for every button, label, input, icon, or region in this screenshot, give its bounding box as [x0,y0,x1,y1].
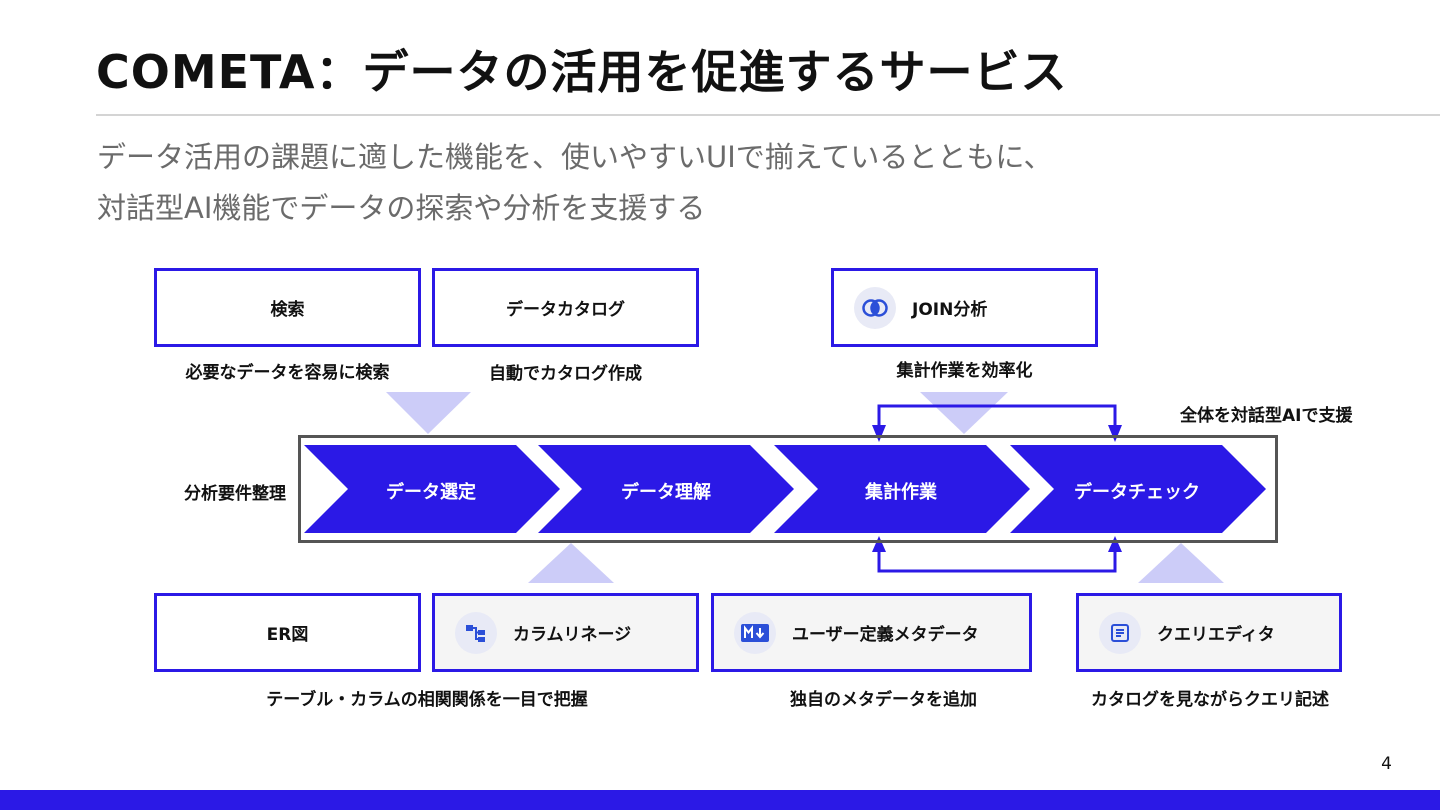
markdown-icon [734,611,776,654]
feature-column-lineage: カラムリネージ [432,593,699,672]
start-label: 分析要件整理 [184,484,286,504]
feature-data-catalog-label: データカタログ [506,300,625,320]
caption-user-metadata: 独自のメタデータを追加 [790,690,977,710]
feature-er-diagram-label: ER図 [266,625,309,645]
chevron-step-4 [1010,445,1266,533]
caption-data-catalog: 自動でカタログ作成 [489,364,642,384]
feature-data-catalog: データカタログ [432,268,699,347]
step-label-data-understanding: データ理解 [621,482,711,503]
feature-join-analysis: JOIN分析 [831,268,1098,347]
chevron-step-2 [538,445,794,533]
lineage-icon [455,611,497,654]
page-number: 4 [1381,754,1392,774]
arrowhead-bottom-left [872,536,886,552]
pointer-lineage [528,543,614,583]
arrowhead-top-left [872,425,886,442]
caption-column-lineage: テーブル・カラムの相関関係を一目で把握 [266,690,588,710]
pointer-search-catalog [386,392,471,434]
feature-search-label: 検索 [270,300,305,320]
caption-search: 必要なデータを容易に検索 [185,363,390,383]
loop-top [877,404,1117,430]
feature-user-metadata: ユーザー定義メタデータ [711,593,1032,672]
feature-search: 検索 [154,268,421,347]
ai-support-label: 全体を対話型AIで支援 [1180,406,1353,426]
feature-query-editor-label: クエリエディタ [1157,625,1275,645]
editor-icon [1099,611,1141,654]
step-label-data-selection: データ選定 [386,482,476,503]
pointer-query-editor [1138,543,1224,583]
slide-title: COMETA：データの活用を促進するサービス [96,45,1068,99]
loop-bottom [877,548,1117,573]
venn-icon [854,286,896,329]
arrowhead-bottom-right [1108,536,1122,552]
step-label-data-check: データチェック [1074,482,1200,503]
caption-join-analysis: 集計作業を効率化 [896,361,1033,381]
feature-query-editor: クエリエディタ [1076,593,1342,672]
pointer-join [920,392,1008,434]
feature-join-analysis-label: JOIN分析 [912,300,988,320]
feature-column-lineage-label: カラムリネージ [513,625,632,645]
feature-user-metadata-label: ユーザー定義メタデータ [792,625,979,645]
process-frame [298,435,1278,543]
footer-bar [0,790,1440,810]
feature-er-diagram: ER図 [154,593,421,672]
caption-query-editor: カタログを見ながらクエリ記述 [1091,690,1329,710]
title-divider [96,114,1440,116]
chevron-step-1 [304,445,560,533]
arrowhead-top-right [1108,425,1122,442]
subtitle-line-2: 対話型AI機能でデータの探索や分析を支援する [97,191,706,225]
subtitle-line-1: データ活用の課題に適した機能を、使いやすいUIで揃えているとともに、 [97,140,1053,174]
chevron-step-3 [774,445,1030,533]
step-label-aggregation: 集計作業 [865,482,937,503]
